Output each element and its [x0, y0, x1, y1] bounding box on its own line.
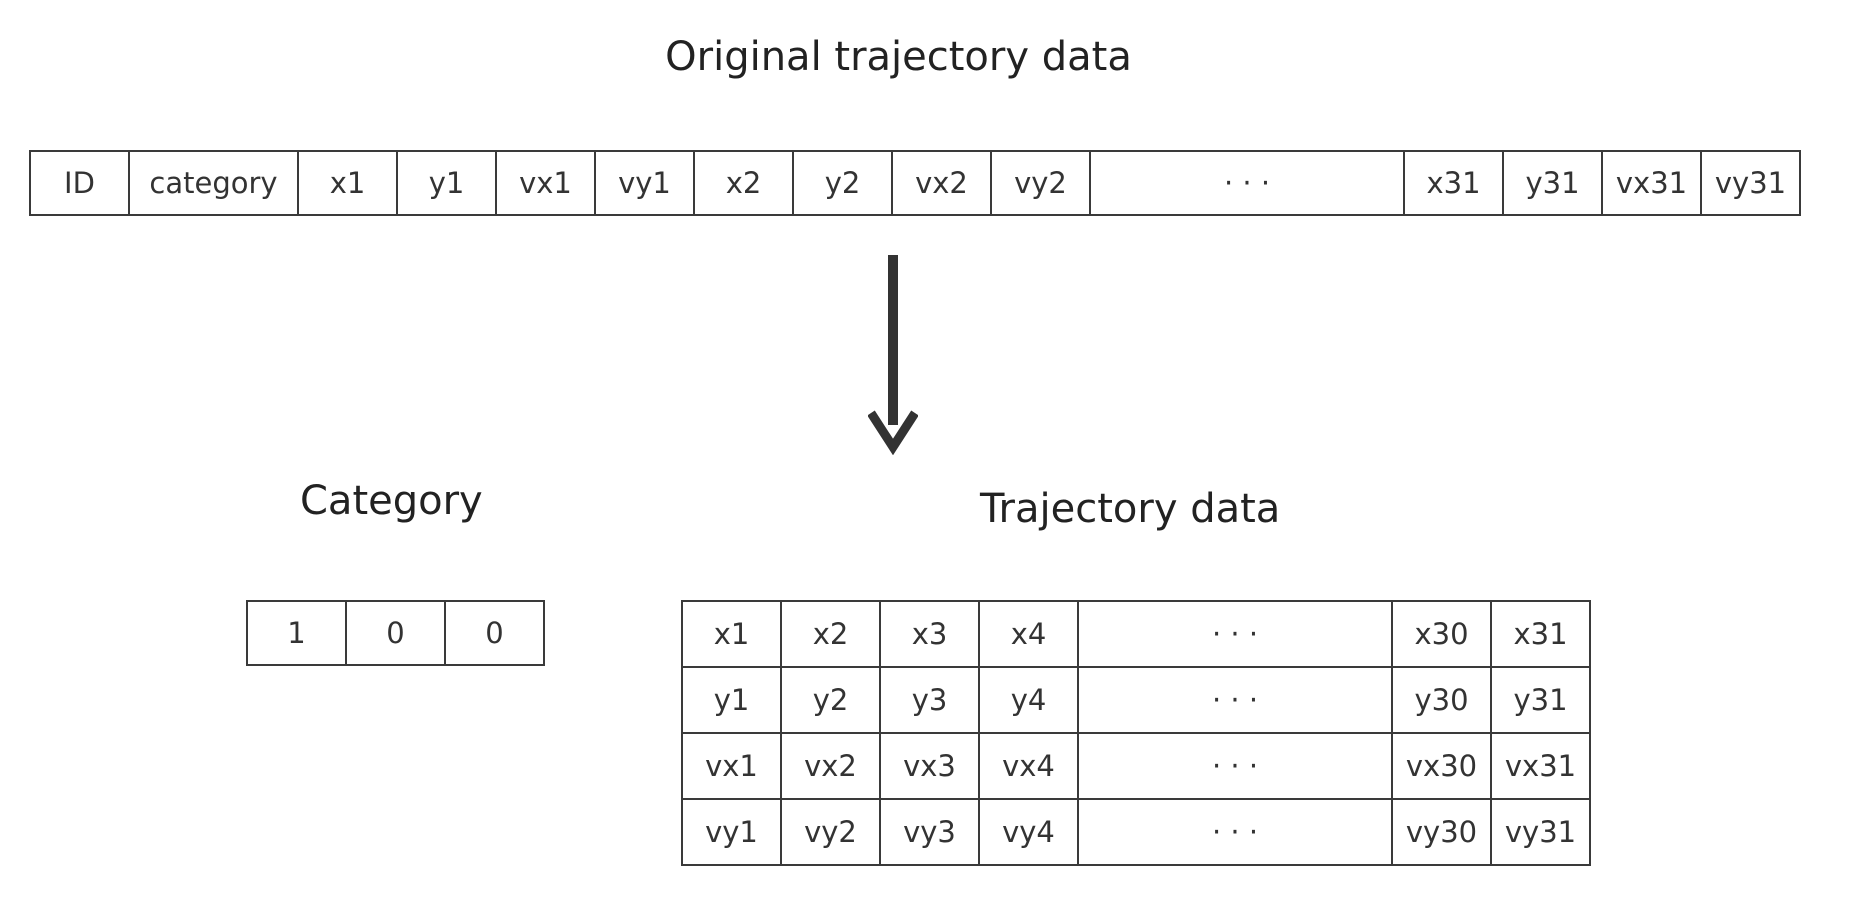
trajectory-grid-cell: vx2 [780, 732, 881, 800]
original-row-cell: x2 [693, 150, 794, 216]
original-row-cell: vx2 [891, 150, 992, 216]
original-row-cell: · · · [1089, 150, 1405, 216]
category-cell: 1 [246, 600, 347, 666]
trajectory-grid-cell: vy1 [681, 798, 782, 866]
trajectory-grid-cell: vy3 [879, 798, 980, 866]
trajectory-grid-cell: vy2 [780, 798, 881, 866]
trajectory-grid-cell: vy30 [1391, 798, 1492, 866]
trajectory-grid-cell: vx1 [681, 732, 782, 800]
trajectory-grid-cell: y30 [1391, 666, 1492, 734]
trajectory-grid-cell: y3 [879, 666, 980, 734]
trajectory-grid-cell: · · · [1077, 732, 1393, 800]
original-row-cell: vy2 [990, 150, 1091, 216]
trajectory-grid-cell: x3 [879, 600, 980, 668]
down-arrow-icon [868, 255, 918, 455]
trajectory-grid-cell: x2 [780, 600, 881, 668]
trajectory-grid-cell: y1 [681, 666, 782, 734]
original-row-cell: vy31 [1700, 150, 1801, 216]
trajectory-grid-cell: · · · [1077, 666, 1393, 734]
trajectory-grid-cell: y31 [1490, 666, 1591, 734]
original-row-cell: ID [29, 150, 130, 216]
trajectory-data-title: Trajectory data [980, 486, 1281, 532]
category-title: Category [300, 478, 483, 524]
trajectory-grid-cell: x31 [1490, 600, 1591, 668]
original-row-cell: y1 [396, 150, 497, 216]
trajectory-grid-cell: vx31 [1490, 732, 1591, 800]
trajectory-grid-cell: x30 [1391, 600, 1492, 668]
original-row-cell: category [128, 150, 299, 216]
trajectory-grid-cell: vx30 [1391, 732, 1492, 800]
trajectory-grid-cell: y2 [780, 666, 881, 734]
trajectory-grid-cell: y4 [978, 666, 1079, 734]
original-row-cell: y2 [792, 150, 893, 216]
trajectory-grid-cell: x1 [681, 600, 782, 668]
original-trajectory-title: Original trajectory data [665, 34, 1132, 80]
original-row-cell: x31 [1403, 150, 1504, 216]
category-cell: 0 [444, 600, 545, 666]
original-row-cell: vx31 [1601, 150, 1702, 216]
trajectory-grid-cell: · · · [1077, 600, 1393, 668]
original-row-cell: y31 [1502, 150, 1603, 216]
original-row-cell: vy1 [594, 150, 695, 216]
original-row-cell: vx1 [495, 150, 596, 216]
trajectory-grid-cell: vy4 [978, 798, 1079, 866]
trajectory-grid-cell: · · · [1077, 798, 1393, 866]
trajectory-grid-cell: vx3 [879, 732, 980, 800]
trajectory-grid-cell: x4 [978, 600, 1079, 668]
category-cell: 0 [345, 600, 446, 666]
trajectory-grid-cell: vx4 [978, 732, 1079, 800]
original-row-cell: x1 [297, 150, 398, 216]
trajectory-grid-cell: vy31 [1490, 798, 1591, 866]
